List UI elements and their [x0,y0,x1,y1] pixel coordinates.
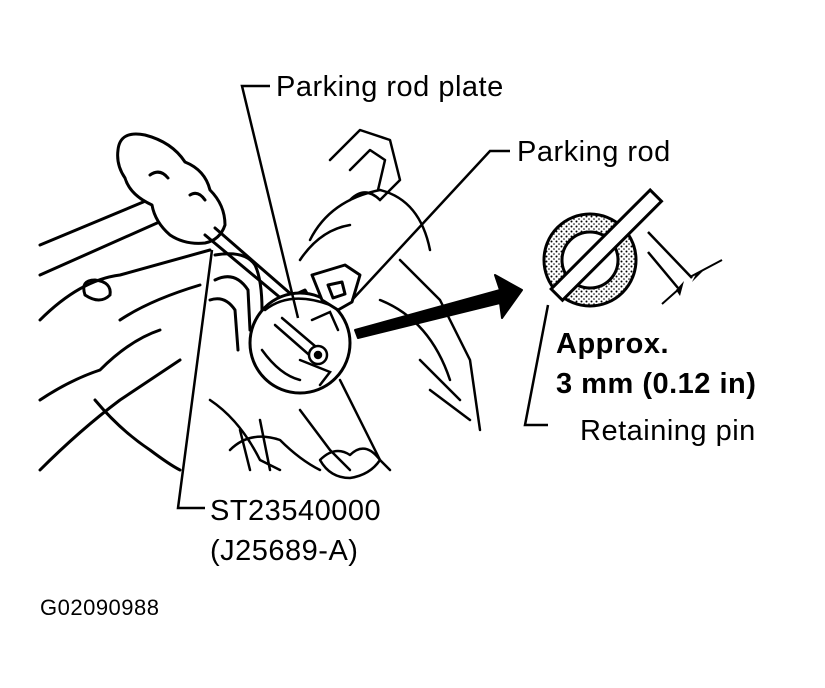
label-approx-title: Approx. [556,328,670,360]
label-retaining-pin: Retaining pin [580,415,756,447]
hands-sketch [38,193,264,472]
label-approx-value: 3 mm (0.12 in) [556,368,757,400]
label-tool-alt: (J25689-A) [210,535,359,567]
leader-lines [176,84,550,510]
detail-circle [248,291,352,395]
detail-circle-contents [260,297,340,387]
label-parking-rod: Parking rod [517,136,671,168]
pointer-arrow [354,274,523,339]
figure-id: G02090988 [40,595,160,620]
parking-rod-plate-part [310,263,362,312]
label-tool-number: ST23540000 [210,495,382,527]
transmission-housing-sketch [208,128,482,480]
retaining-pin-detail [542,187,723,308]
label-parking-rod-plate: Parking rod plate [276,71,504,103]
